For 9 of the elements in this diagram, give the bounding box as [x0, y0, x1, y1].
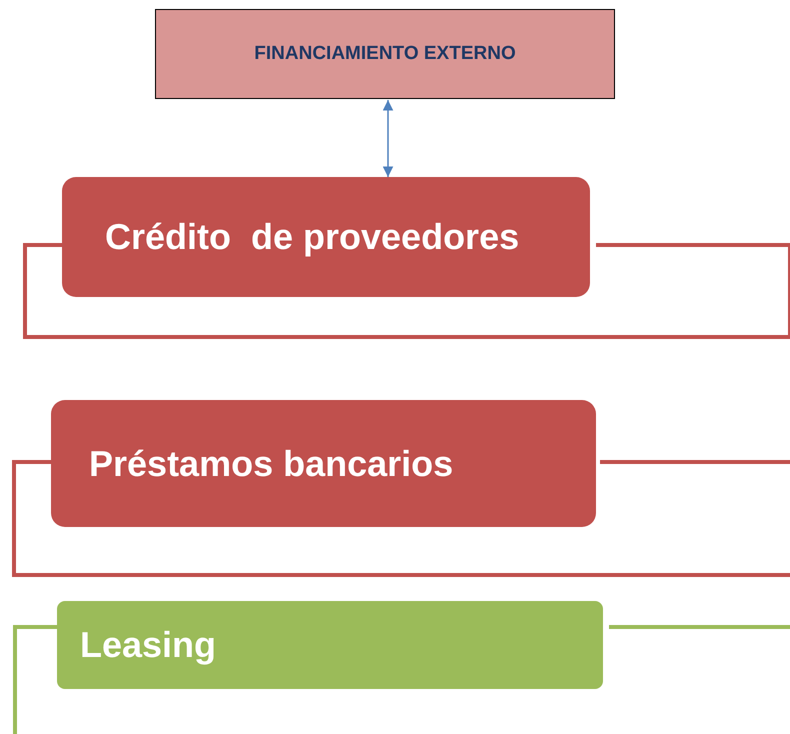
category-label: Leasing [80, 624, 216, 666]
category-label: Préstamos bancarios [89, 442, 454, 484]
category-box [51, 400, 596, 527]
category-box [57, 601, 603, 689]
double-arrow [382, 100, 394, 177]
category-box [62, 177, 590, 297]
title-box [155, 9, 615, 99]
title-text: FINANCIAMIENTO EXTERNO [254, 43, 516, 65]
category-label: Crédito de proveedores [105, 216, 520, 258]
